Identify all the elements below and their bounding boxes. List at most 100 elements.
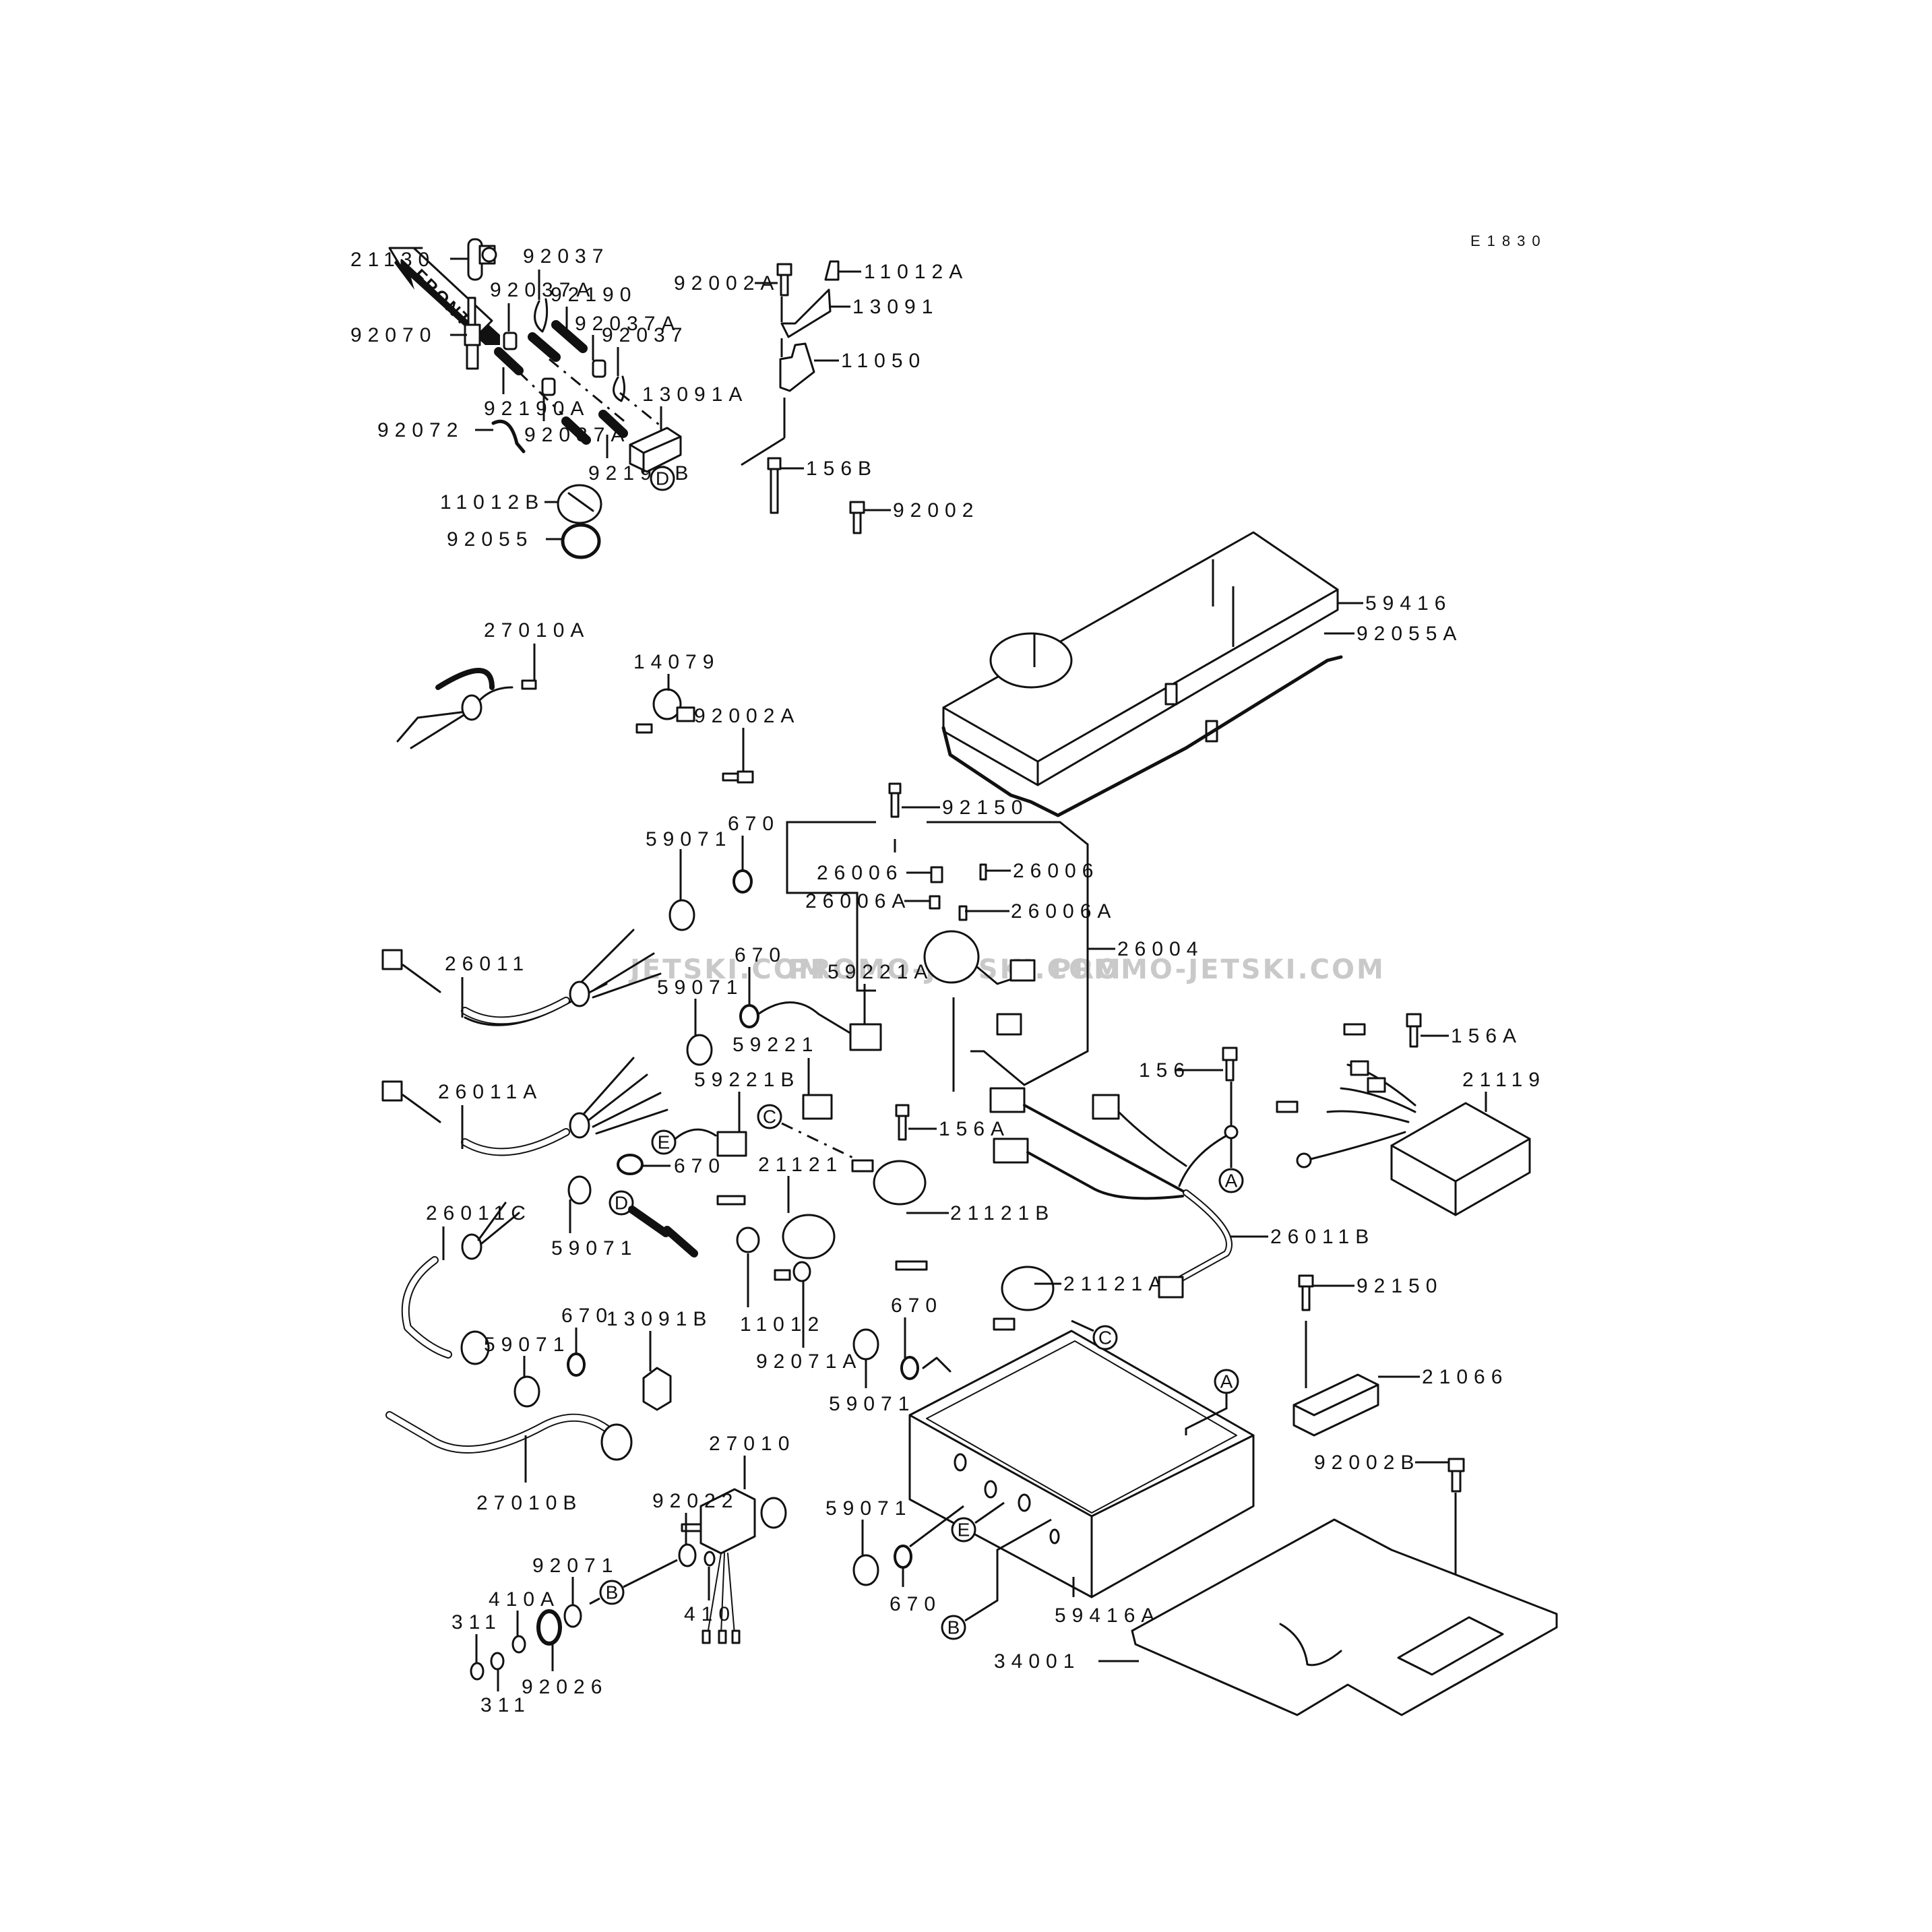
part-59221a-connector[interactable] [849,1023,882,1051]
label-21121a[interactable]: 21121A [1063,1273,1168,1295]
part-26011b-main-harness[interactable] [989,1087,1235,1299]
part-11012b-cap[interactable] [557,484,602,524]
label-311-a[interactable]: 311 [451,1611,502,1633]
label-27010a[interactable]: 27010A [484,619,590,642]
label-26004[interactable]: 26004 [1117,938,1204,960]
label-92150-mid[interactable]: 92150 [942,797,1028,819]
part-92150-bolt-mid[interactable] [888,782,902,818]
part-92002-bolt[interactable] [849,501,865,534]
label-59071-6[interactable]: 59071 [825,1497,912,1520]
part-311-nut-1[interactable] [470,1662,485,1681]
part-92071-nut[interactable] [563,1604,582,1628]
part-92037-clip-2[interactable] [613,375,626,402]
part-92055a-gasket[interactable] [941,655,1343,817]
part-21121-coil[interactable] [716,1195,836,1281]
label-92150-right[interactable]: 92150 [1357,1275,1443,1297]
part-92055-o-ring[interactable] [561,523,601,559]
part-92072-band[interactable] [491,419,526,454]
label-670-1[interactable]: 670 [728,813,780,835]
part-26006-clip-right[interactable] [979,863,987,881]
label-21121b[interactable]: 21121B [950,1202,1055,1224]
part-27010-sender[interactable] [681,1488,787,1644]
label-13091a[interactable]: 13091A [642,383,748,406]
label-92037a-a[interactable]: 92037A [490,279,596,301]
label-21121[interactable]: 21121 [758,1154,843,1176]
label-92002b[interactable]: 92002B [1314,1452,1420,1474]
label-59071-2[interactable]: 59071 [657,976,743,999]
part-92037-clip[interactable] [534,298,549,333]
label-13091b[interactable]: 13091B [606,1308,712,1330]
part-26006-clip-left[interactable] [930,866,943,883]
part-34001-plate[interactable] [1131,1518,1558,1716]
label-59071-5[interactable]: 59071 [484,1334,570,1356]
label-156a-mid[interactable]: 156A [939,1118,1010,1140]
label-11012[interactable]: 11012 [740,1313,825,1336]
label-11012a[interactable]: 11012A [864,261,968,283]
label-59416a[interactable]: 59416A [1055,1604,1160,1627]
label-92022[interactable]: 92022 [652,1490,739,1512]
part-92002a-bolt-mid[interactable] [722,770,754,784]
label-92037a-b[interactable]: 92037A [575,313,681,335]
part-21130-plug-cap[interactable] [467,238,497,281]
part-410-washer[interactable] [704,1551,716,1567]
label-670-6[interactable]: 670 [890,1593,941,1615]
part-59416-box-lid[interactable] [942,531,1339,786]
part-26011a-harness[interactable] [381,1057,668,1156]
label-670-4[interactable]: 670 [891,1295,943,1317]
label-13091[interactable]: 13091 [852,296,939,318]
label-59416[interactable]: 59416 [1365,592,1452,615]
part-13091b-block[interactable] [642,1367,672,1411]
part-410a-washer[interactable] [511,1635,526,1654]
part-670-ring-2[interactable] [739,1004,759,1028]
part-59071-fitting-1[interactable] [668,899,695,931]
label-26006a-left[interactable]: 26006A [805,890,911,912]
label-14079[interactable]: 14079 [633,651,720,673]
part-11012-grommet[interactable] [736,1226,760,1253]
part-59416a-electric-case[interactable] [908,1330,1255,1598]
part-92037a-clip-2[interactable] [592,359,606,378]
part-26004-switch-assembly[interactable] [923,930,1036,1036]
label-92071a[interactable]: 92071A [756,1350,862,1373]
part-27010a-sensor-harness[interactable] [396,668,537,749]
label-26011a[interactable]: 26011A [438,1081,542,1103]
part-13091-bracket[interactable] [780,288,832,338]
label-21066[interactable]: 21066 [1422,1366,1508,1388]
part-670-ring-3[interactable] [617,1154,644,1175]
label-410a[interactable]: 410A [489,1588,560,1611]
part-21121b-coil[interactable] [851,1159,927,1206]
label-92071[interactable]: 92071 [532,1555,619,1577]
part-59221-connector[interactable] [802,1094,833,1120]
label-670-5[interactable]: 670 [561,1305,613,1327]
label-156b[interactable]: 156B [806,458,877,480]
label-21130[interactable]: 21130 [350,249,435,271]
part-670-ring-1[interactable] [733,869,753,894]
label-11050[interactable]: 11050 [841,350,926,372]
label-92055[interactable]: 92055 [447,528,533,551]
label-21119[interactable]: 21119 [1462,1069,1546,1091]
label-156-mid[interactable]: 156 [1139,1059,1191,1082]
part-92037a-clip[interactable] [503,332,518,350]
part-156a-bolt-mid[interactable] [895,1104,910,1141]
label-59071-1[interactable]: 59071 [646,828,732,850]
part-670-ring-5[interactable] [567,1352,586,1377]
part-92002a-bolt-top[interactable] [776,263,792,297]
part-11012a-sleeve[interactable] [824,260,840,281]
part-311-nut-2[interactable] [490,1652,505,1671]
part-670-ring-4[interactable] [900,1356,919,1380]
part-59071-fitting-6[interactable] [852,1554,879,1586]
part-92190a-tube[interactable] [494,347,524,375]
label-92026[interactable]: 92026 [522,1676,608,1698]
part-59221b-connector[interactable] [716,1131,747,1157]
label-92055a[interactable]: 92055A [1357,623,1462,645]
label-156a-right[interactable]: 156A [1451,1025,1522,1047]
label-26011[interactable]: 26011 [445,953,530,975]
label-26006-right[interactable]: 26006 [1013,860,1099,882]
label-92190[interactable]: 92190 [551,284,637,306]
part-d-tube[interactable] [628,1206,698,1257]
label-59071-3[interactable]: 59071 [551,1237,637,1259]
label-670-2[interactable]: 670 [735,944,786,966]
label-410[interactable]: 410 [684,1603,736,1625]
label-59071-4[interactable]: 59071 [829,1393,915,1415]
part-670-ring-6[interactable] [894,1545,912,1569]
part-92071a-nut[interactable] [792,1261,811,1282]
